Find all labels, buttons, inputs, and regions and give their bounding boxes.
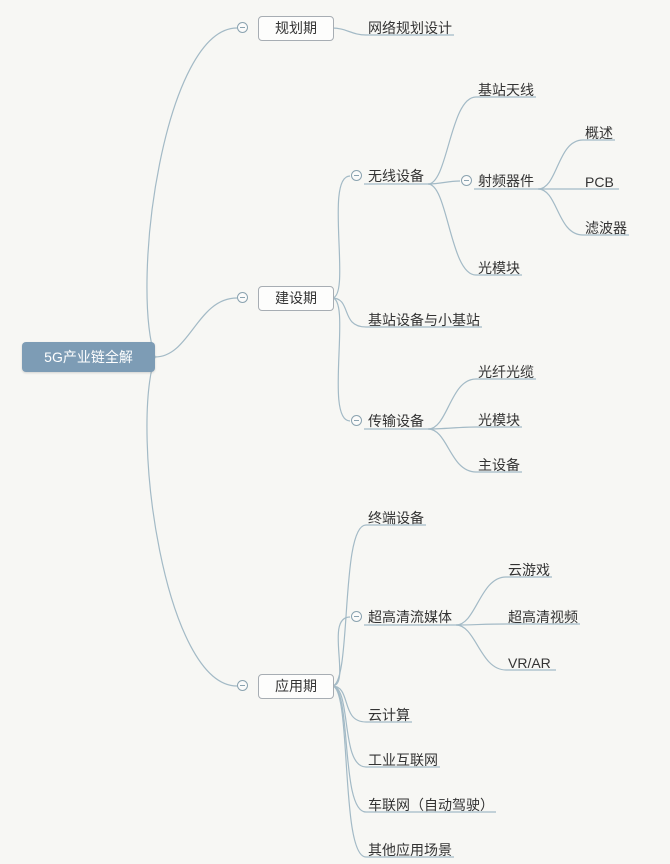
node-base-station-antenna[interactable]: 基站天线 — [478, 82, 534, 98]
collapse-icon-wireless-equipment[interactable] — [351, 170, 362, 181]
node-cloud-gaming[interactable]: 云游戏 — [508, 562, 550, 578]
node-vr-ar[interactable]: VR/AR — [508, 655, 551, 671]
node-application-period[interactable]: 应用期 — [258, 674, 334, 699]
node-construction-period[interactable]: 建设期 — [258, 286, 334, 311]
node-wireless-equipment[interactable]: 无线设备 — [368, 168, 424, 184]
node-industrial-internet[interactable]: 工业互联网 — [368, 752, 438, 768]
collapse-icon-construction[interactable] — [237, 292, 248, 303]
node-terminal-equipment[interactable]: 终端设备 — [368, 510, 424, 526]
node-root[interactable]: 5G产业链全解 — [22, 342, 155, 372]
node-uhd-streaming-media[interactable]: 超高清流媒体 — [368, 609, 452, 625]
node-other-application-scenarios[interactable]: 其他应用场景 — [368, 842, 452, 858]
node-optical-fiber-cable[interactable]: 光纤光缆 — [478, 364, 534, 380]
node-main-equipment[interactable]: 主设备 — [478, 457, 520, 473]
collapse-icon-rf-components[interactable] — [461, 175, 472, 186]
collapse-icon-uhd-streaming[interactable] — [351, 611, 362, 622]
collapse-icon-application[interactable] — [237, 680, 248, 691]
node-network-planning-design[interactable]: 网络规划设计 — [368, 20, 452, 36]
node-transmission-equipment[interactable]: 传输设备 — [368, 413, 424, 429]
node-cloud-computing[interactable]: 云计算 — [368, 707, 410, 723]
node-optical-module-wireless[interactable]: 光模块 — [478, 260, 520, 276]
node-internet-of-vehicles[interactable]: 车联网（自动驾驶） — [368, 797, 494, 813]
node-overview[interactable]: 概述 — [585, 125, 613, 141]
collapse-icon-transmission-equipment[interactable] — [351, 415, 362, 426]
node-optical-module-transmission[interactable]: 光模块 — [478, 412, 520, 428]
node-base-station-and-small-cell[interactable]: 基站设备与小基站 — [368, 312, 480, 328]
collapse-icon-planning[interactable] — [237, 22, 248, 33]
node-uhd-video[interactable]: 超高清视频 — [508, 609, 578, 625]
node-planning-period[interactable]: 规划期 — [258, 16, 334, 41]
node-rf-components[interactable]: 射频器件 — [478, 173, 534, 189]
node-pcb[interactable]: PCB — [585, 174, 614, 190]
node-filter[interactable]: 滤波器 — [585, 220, 627, 236]
